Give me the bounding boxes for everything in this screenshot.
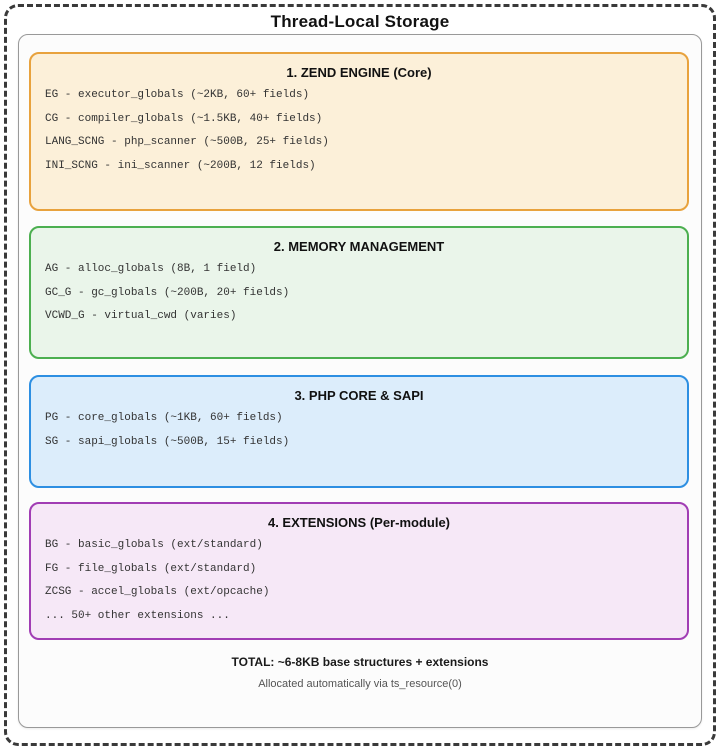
section-extensions: 4. EXTENSIONS (Per-module) BG - basic_gl… bbox=[29, 502, 689, 640]
section-memory-management-title: 2. MEMORY MANAGEMENT bbox=[273, 239, 445, 254]
globals-entry: FG - file_globals (ext/standard) bbox=[45, 562, 257, 575]
page-title: Thread-Local Storage bbox=[270, 12, 450, 31]
section-php-core-sapi: 3. PHP CORE & SAPI PG - core_globals (~1… bbox=[29, 375, 689, 488]
section-extensions-title: 4. EXTENSIONS (Per-module) bbox=[267, 515, 451, 530]
globals-entry: ... 50+ other extensions ... bbox=[45, 609, 230, 622]
footer: TOTAL: ~6-8KB base structures + extensio… bbox=[19, 655, 701, 690]
globals-entry: BG - basic_globals (ext/standard) bbox=[45, 539, 263, 551]
globals-entry: EG - executor_globals (~2KB, 60+ fields) bbox=[45, 89, 310, 101]
section-php-core-sapi-title: 3. PHP CORE & SAPI bbox=[294, 388, 424, 403]
globals-entry: VCWD_G - virtual_cwd (varies) bbox=[45, 310, 237, 322]
section-zend-engine-title: 1. ZEND ENGINE (Core) bbox=[286, 65, 432, 80]
globals-entry: GC_G - gc_globals (~200B, 20+ fields) bbox=[45, 286, 290, 299]
section-memory-management: 2. MEMORY MANAGEMENT AG - alloc_globals … bbox=[29, 226, 689, 359]
globals-entry: LANG_SCNG - php_scanner (~500B, 25+ fiel… bbox=[45, 136, 329, 148]
globals-entry: SG - sapi_globals (~500B, 15+ fields) bbox=[45, 435, 290, 448]
outer-dashed-frame: Thread-Local Storage 1. ZEND ENGINE (Cor… bbox=[4, 4, 716, 746]
globals-entry: INI_SCNG - ini_scanner (~200B, 12 fields… bbox=[45, 159, 316, 172]
globals-entry: CG - compiler_globals (~1.5KB, 40+ field… bbox=[45, 112, 323, 125]
storage-panel: 1. ZEND ENGINE (Core) EG - executor_glob… bbox=[18, 34, 702, 728]
globals-entry: AG - alloc_globals (8B, 1 field) bbox=[45, 263, 257, 275]
section-zend-engine: 1. ZEND ENGINE (Core) EG - executor_glob… bbox=[29, 52, 689, 211]
allocation-note: Allocated automatically via ts_resource(… bbox=[258, 678, 462, 690]
globals-entry: PG - core_globals (~1KB, 60+ fields) bbox=[45, 412, 283, 424]
total-summary: TOTAL: ~6-8KB base structures + extensio… bbox=[231, 655, 489, 669]
globals-entry: ZCSG - accel_globals (ext/opcache) bbox=[45, 586, 270, 598]
